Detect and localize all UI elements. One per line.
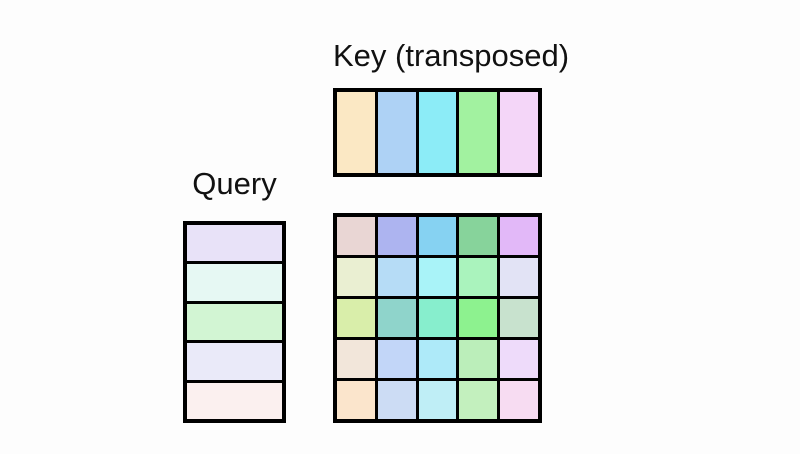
query-matrix-label: Query (192, 166, 277, 201)
key-cell (337, 92, 375, 173)
score-cell (337, 381, 375, 419)
score-cell (337, 340, 375, 378)
key-matrix-label: Key (transposed) (333, 38, 570, 73)
query-cell (187, 382, 282, 419)
key-cell (377, 92, 416, 173)
score-cell (377, 217, 416, 255)
key-cell (459, 92, 498, 173)
score-cell (377, 299, 416, 337)
query-matrix (183, 221, 286, 423)
attention-scores-matrix (333, 213, 542, 423)
score-cell (377, 258, 416, 296)
score-cell (377, 381, 416, 419)
score-cell (377, 340, 416, 378)
score-cell (418, 340, 457, 378)
key-cell (418, 92, 457, 173)
score-cell (500, 381, 538, 419)
score-cell (459, 258, 498, 296)
score-cell (418, 217, 457, 255)
score-cell (500, 340, 538, 378)
score-cell (500, 217, 538, 255)
score-cell (500, 258, 538, 296)
score-cell (459, 340, 498, 378)
score-cell (337, 258, 375, 296)
score-cell (418, 258, 457, 296)
score-cell (337, 217, 375, 255)
score-cell (459, 217, 498, 255)
query-cell (187, 264, 282, 301)
score-cell (459, 381, 498, 419)
score-cell (500, 299, 538, 337)
key-transposed-matrix (333, 88, 542, 177)
score-cell (337, 299, 375, 337)
query-cell (187, 303, 282, 341)
key-cell (500, 92, 538, 173)
query-cell (187, 225, 282, 262)
score-cell (418, 381, 457, 419)
score-cell (418, 299, 457, 337)
score-cell (459, 299, 498, 337)
query-cell (187, 343, 282, 380)
